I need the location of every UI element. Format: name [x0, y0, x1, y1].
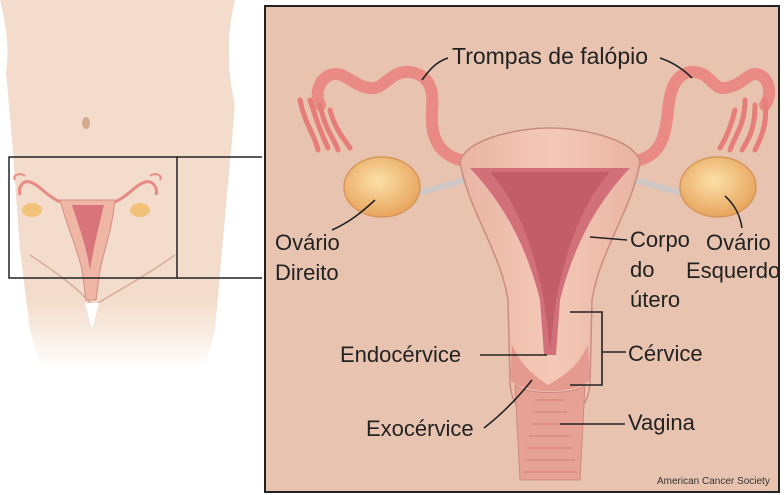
- label-cervix: Cérvice: [628, 341, 703, 366]
- label-right-ovary-line1: Ovário: [275, 230, 340, 255]
- navel: [82, 117, 90, 129]
- left-ovary: [680, 157, 756, 217]
- label-vagina: Vagina: [628, 410, 696, 435]
- credit-text: American Cancer Society: [657, 476, 770, 487]
- label-uterus-body-line3: útero: [630, 287, 680, 312]
- label-left-ovary-line1: Ovário: [706, 230, 771, 255]
- label-uterus-body-line1: Corpo: [630, 227, 690, 252]
- label-right-ovary-line2: Direito: [275, 260, 339, 285]
- label-left-ovary-line2: Esquerdo: [686, 258, 780, 283]
- label-uterus-body-line2: do: [630, 257, 654, 282]
- vagina-shape: [515, 385, 585, 480]
- label-fallopian-tubes: Trompas de falópio: [452, 43, 648, 69]
- label-endocervix: Endocérvice: [340, 342, 461, 367]
- right-ovary: [344, 157, 420, 217]
- label-exocervix: Exocérvice: [366, 416, 474, 441]
